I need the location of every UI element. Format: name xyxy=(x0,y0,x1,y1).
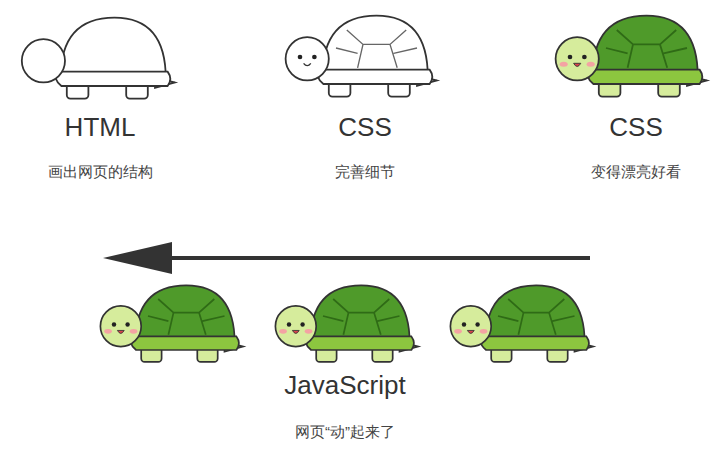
label-slot: HTML xyxy=(65,112,136,142)
tech-name: JavaScript xyxy=(284,370,405,400)
tech-name: CSS xyxy=(338,112,391,142)
label-slot: 画出网页的结构 xyxy=(48,162,153,182)
arrow-head xyxy=(103,242,172,274)
label-slot: 网页“动”起来了 xyxy=(295,422,395,442)
label-slot: 变得漂亮好看 xyxy=(591,162,681,182)
direction-arrow xyxy=(165,256,590,260)
label-slot: CSS xyxy=(609,112,662,142)
caption-text: 网页“动”起来了 xyxy=(295,422,395,442)
tech-name: HTML xyxy=(65,112,136,142)
caption-text: 画出网页的结构 xyxy=(48,162,153,182)
caption-text: 变得漂亮好看 xyxy=(591,162,681,182)
label-slot: CSS xyxy=(338,112,391,142)
caption-text: 完善细节 xyxy=(335,162,395,182)
tech-name: CSS xyxy=(609,112,662,142)
label-slot: 完善细节 xyxy=(335,162,395,182)
label-slot: JavaScript xyxy=(284,370,405,400)
